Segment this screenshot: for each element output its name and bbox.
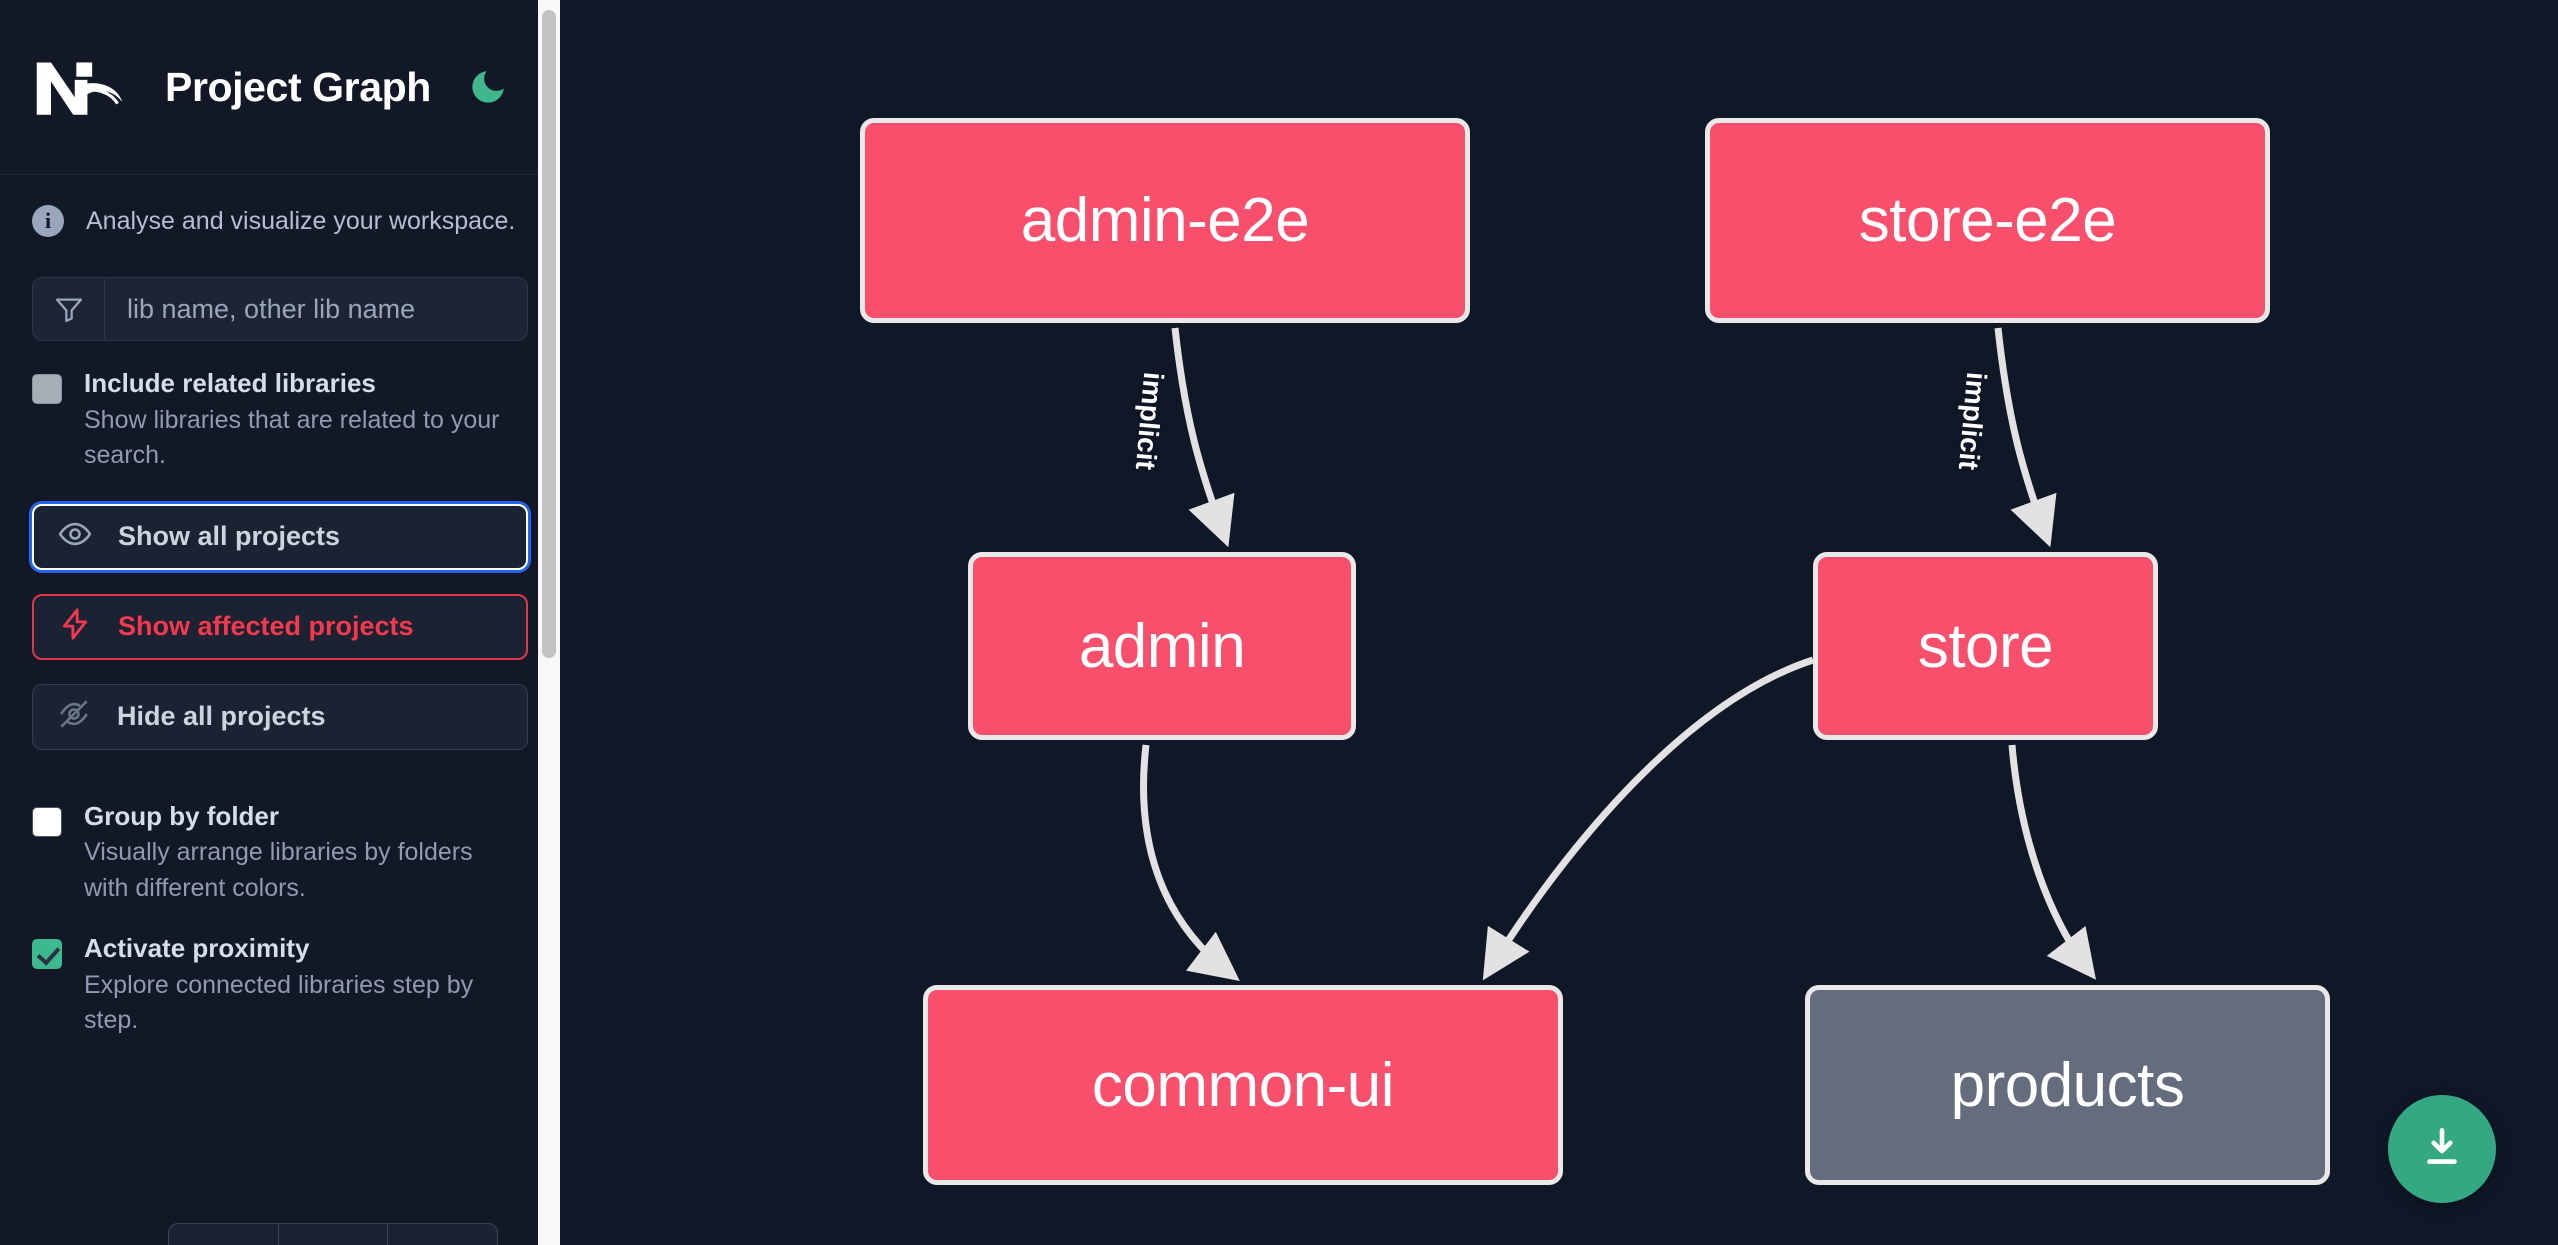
graph-node-admin-e2e[interactable]: admin-e2e	[860, 118, 1470, 323]
workspace-subtitle: i Analyse and visualize your workspace.	[0, 175, 560, 259]
stepper-segment-1[interactable]	[169, 1224, 279, 1245]
show-affected-projects-label: Show affected projects	[118, 611, 414, 641]
graph-node-store-e2e[interactable]: store-e2e	[1705, 118, 2270, 323]
checkbox-activate-proximity[interactable]	[32, 939, 62, 969]
checkbox-include-related-libraries[interactable]	[32, 374, 62, 404]
option-title: Group by folder	[84, 800, 279, 831]
graph-node-admin[interactable]: admin	[968, 552, 1356, 740]
proximity-stepper-control[interactable]	[168, 1223, 498, 1245]
option-title: Activate proximity	[84, 933, 310, 963]
hide-all-projects-button[interactable]: Hide all projects	[32, 683, 528, 750]
option-title: Include related libraries	[84, 368, 376, 398]
page-title: Project Graph	[165, 63, 431, 110]
show-all-projects-label: Show all projects	[118, 521, 341, 551]
option-activate-proximity[interactable]: Activate proximity Explore connected lib…	[0, 906, 560, 1039]
show-affected-projects-button[interactable]: Show affected projects	[32, 593, 528, 660]
sidebar-header: Project Graph	[0, 0, 560, 175]
sidebar-scrollbar-track[interactable]	[538, 0, 560, 1245]
action-button-group: Show all projects Show affected projects	[0, 474, 560, 750]
info-icon: i	[32, 205, 64, 237]
option-group-by-folder[interactable]: Group by folder Visually arrange librari…	[0, 774, 560, 907]
search-input[interactable]	[105, 278, 527, 340]
search-box[interactable]	[32, 277, 528, 341]
checkbox-group-by-folder[interactable]	[32, 806, 62, 837]
stepper-segment-3[interactable]	[388, 1224, 497, 1245]
sidebar: Project Graph i Analyse and visualize yo…	[0, 0, 560, 1245]
graph-edges	[1140, 327, 2096, 981]
edge-store-common-ui	[1482, 656, 1815, 981]
hide-all-projects-label: Hide all projects	[117, 701, 326, 731]
edge-store-e2e-store	[1994, 327, 2057, 548]
eye-icon	[58, 517, 92, 556]
edge-admin-e2e-admin	[1171, 327, 1235, 548]
graph-canvas[interactable]: admin-e2e store-e2e admin store common-u…	[560, 0, 2558, 1245]
graph-node-products[interactable]: products	[1805, 985, 2330, 1185]
option-description: Show libraries that are related to your …	[84, 405, 500, 470]
edge-admin-common-ui	[1140, 744, 1240, 981]
graph-node-common-ui[interactable]: common-ui	[923, 985, 1563, 1185]
eye-off-icon	[57, 697, 91, 736]
stepper-segment-2[interactable]	[279, 1224, 389, 1245]
graph-node-store[interactable]: store	[1813, 552, 2158, 740]
download-button[interactable]	[2388, 1095, 2496, 1203]
nx-logo-icon	[32, 56, 127, 118]
lightning-icon	[58, 607, 92, 646]
show-all-projects-button[interactable]: Show all projects	[32, 503, 528, 570]
download-icon	[2417, 1122, 2467, 1177]
filter-icon	[33, 278, 105, 340]
option-include-related-libraries[interactable]: Include related libraries Show libraries…	[0, 341, 560, 474]
sidebar-scrollbar-thumb[interactable]	[542, 10, 556, 658]
subtitle-label: Analyse and visualize your workspace.	[86, 206, 516, 235]
moon-icon[interactable]	[465, 64, 511, 110]
option-description: Visually arrange libraries by folders wi…	[84, 838, 473, 902]
edge-store-products	[2008, 744, 2096, 980]
search-row	[0, 259, 560, 341]
option-description: Explore connected libraries step by step…	[84, 970, 474, 1035]
